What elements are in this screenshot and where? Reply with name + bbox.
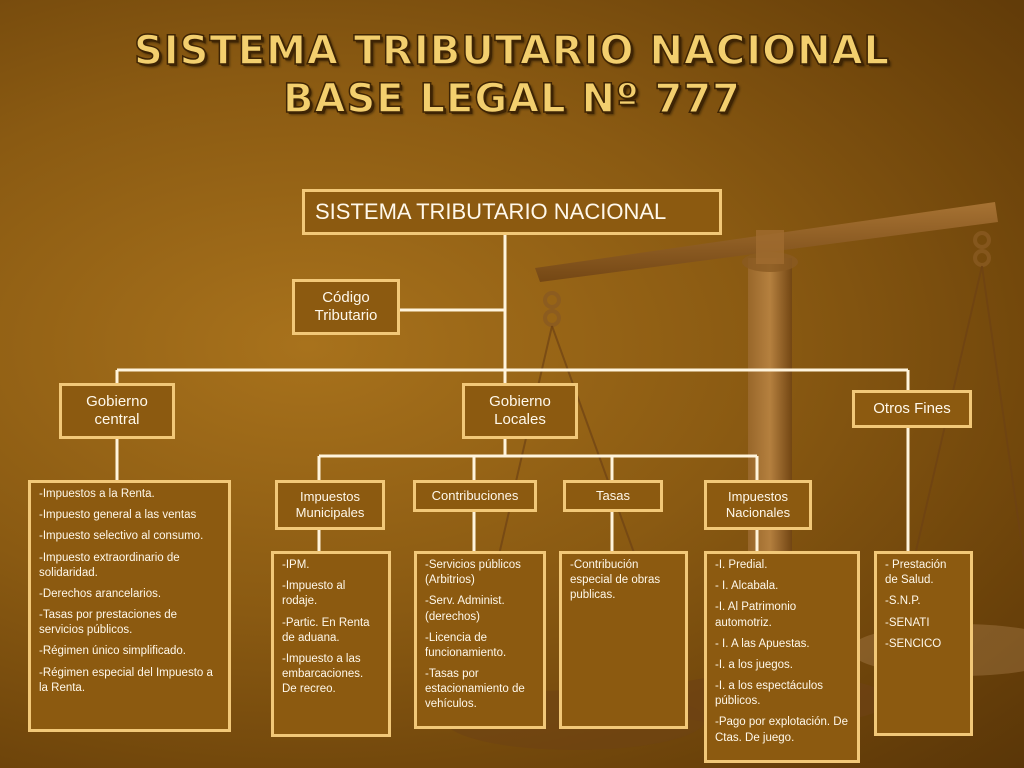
node-label: Impuestos Municipales	[295, 489, 365, 520]
list-item: -Impuesto general a las ventas	[39, 509, 197, 522]
page-subtitle: BASE LEGAL Nº 777	[282, 75, 741, 123]
list-item: -Partic. En Renta de aduana.	[282, 616, 370, 644]
list-impuestos-nacionales: -I. Predial. - I. Alcabala. -I. Al Patri…	[704, 551, 860, 763]
list-item: -Tasas por estacionamiento de vehículos.	[425, 668, 525, 711]
list-item: -SENCICO	[885, 637, 942, 650]
node-sistema-tributario: SISTEMA TRIBUTARIO NACIONAL	[302, 189, 722, 235]
list-item: - I. A las Apuestas.	[715, 637, 810, 650]
list-item: -Impuesto selectivo al consumo.	[39, 530, 204, 543]
node-otros-fines: Otros Fines	[852, 390, 972, 428]
node-label: SISTEMA TRIBUTARIO NACIONAL	[315, 198, 667, 224]
list-item: -IPM.	[282, 559, 310, 571]
list-item: -Derechos arancelarios.	[39, 587, 162, 600]
list-contribuciones: -Servicios públicos (Arbitrios) -Serv. A…	[414, 551, 546, 729]
node-impuestos-municipales: Impuestos Municipales	[275, 480, 385, 530]
list-item: -Impuesto a las embarcaciones. De recreo…	[282, 652, 364, 696]
node-label: Gobierno Locales	[489, 393, 551, 428]
node-label: Otros Fines	[873, 400, 951, 417]
node-label: Gobierno central	[86, 393, 148, 428]
list-item: -Régimen único simplificado.	[39, 645, 187, 658]
list-item: -Impuestos a la Renta.	[39, 488, 155, 500]
list-item: -I. Al Patrimonio automotriz.	[715, 601, 797, 629]
list-item: -Licencia de funcionamiento.	[425, 631, 507, 659]
list-tasas: -Contribución especial de obras publicas…	[559, 551, 688, 729]
list-item: -SENATI	[885, 616, 930, 629]
node-label: Tasas	[596, 488, 630, 504]
list-item: -Pago por explotación. De Ctas. De juego…	[715, 716, 848, 744]
list-item: -Contribución especial de obras publicas…	[570, 559, 661, 602]
node-contribuciones: Contribuciones	[413, 480, 537, 512]
list-item: -Serv. Administ. (derechos)	[425, 595, 505, 623]
list-item: -Impuesto al rodaje.	[282, 580, 346, 608]
list-item: -Impuesto extraordinario de solidaridad.	[39, 551, 180, 579]
list-item: - I. Alcabala.	[715, 580, 779, 593]
list-item: -Régimen especial del Impuesto a la Rent…	[39, 666, 213, 694]
node-tasas: Tasas	[563, 480, 663, 512]
node-impuestos-nacionales: Impuestos Nacionales	[704, 480, 812, 530]
list-item: -Servicios públicos (Arbitrios)	[425, 559, 521, 587]
node-gobierno-central: Gobierno central	[59, 383, 175, 439]
list-item: - Prestación de Salud.	[885, 559, 947, 587]
list-item: -S.N.P.	[885, 595, 921, 608]
list-item: -I. a los espectáculos públicos.	[715, 680, 824, 708]
list-gobierno-central: -Impuestos a la Renta. -Impuesto general…	[28, 480, 231, 732]
list-item: -Tasas por prestaciones de servicios púb…	[39, 609, 178, 637]
page-title: SISTEMA TRIBUTARIO NACIONAL	[133, 27, 891, 75]
node-codigo-tributario: Código Tributario	[292, 279, 400, 335]
list-item: -I. a los juegos.	[715, 658, 793, 671]
list-impuestos-municipales: -IPM. -Impuesto al rodaje. -Partic. En R…	[271, 551, 391, 737]
node-gobierno-locales: Gobierno Locales	[462, 383, 578, 439]
node-label: Código Tributario	[314, 289, 378, 324]
list-item: -I. Predial.	[715, 559, 768, 571]
node-label: Impuestos Nacionales	[725, 489, 791, 520]
list-otros-fines: - Prestación de Salud. -S.N.P. -SENATI -…	[874, 551, 973, 736]
node-label: Contribuciones	[431, 488, 519, 504]
